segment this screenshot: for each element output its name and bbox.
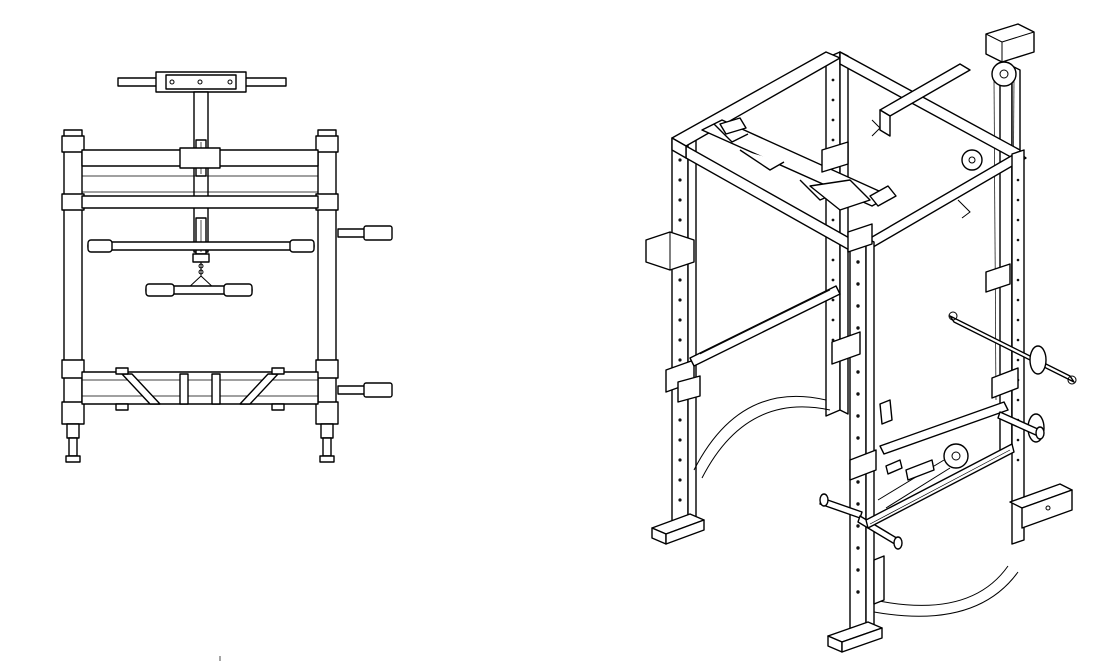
lower-weight-peg bbox=[337, 382, 393, 398]
front-right-upright bbox=[1009, 149, 1073, 545]
curved-base-supports bbox=[693, 395, 1019, 617]
top-crossbars bbox=[81, 147, 319, 209]
front-lower-crossbar bbox=[865, 443, 1015, 529]
back-left-upright bbox=[651, 131, 705, 545]
lower-multi-grip-bar bbox=[81, 367, 319, 411]
low-row-bar bbox=[877, 401, 1009, 509]
upper-pulley-bracket bbox=[871, 63, 983, 219]
long-bar bbox=[87, 239, 315, 253]
j-hooks bbox=[645, 141, 1019, 481]
right-upright bbox=[315, 129, 339, 463]
plate-storage-bar bbox=[948, 311, 1077, 443]
multi-grip-pullup-bar bbox=[701, 117, 897, 211]
left-upright bbox=[61, 129, 85, 463]
upper-weight-peg bbox=[337, 225, 393, 241]
pulldown-handle bbox=[145, 275, 253, 297]
safety-bar bbox=[689, 285, 841, 367]
